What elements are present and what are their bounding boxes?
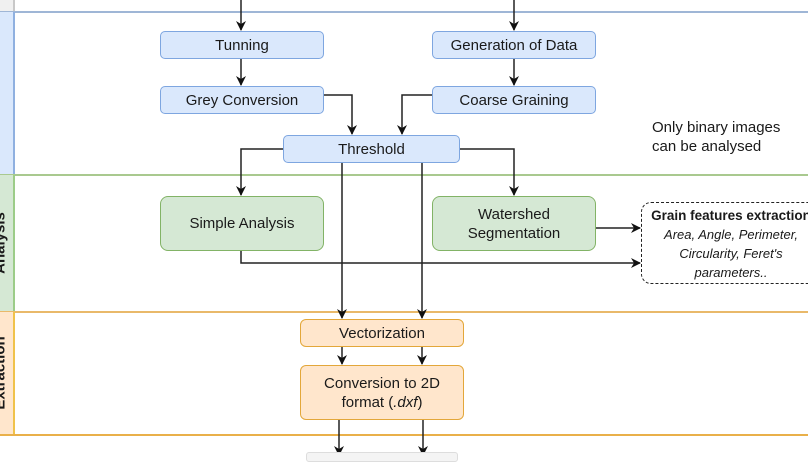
note-line-2: can be analysed — [652, 138, 762, 155]
lane-preprocessing-header — [0, 12, 15, 174]
node-generation-of-data[interactable]: Generation of Data — [432, 31, 596, 59]
edge-threshold-watershed — [460, 148, 519, 196]
node-simple-analysis[interactable]: Simple Analysis — [160, 196, 324, 251]
edge-coarse-threshold — [397, 94, 432, 135]
node-tunning[interactable]: Tunning — [160, 31, 324, 59]
node-grey-conversion[interactable]: Grey Conversion — [160, 86, 324, 114]
node-watershed-segmentation[interactable]: Watershed Segmentation — [432, 196, 596, 251]
node-next-step-partial — [306, 452, 458, 462]
node-threshold[interactable]: Threshold — [283, 135, 460, 163]
node-generation-of-data-label: Generation of Data — [450, 36, 578, 54]
node-grey-conversion-label: Grey Conversion — [185, 91, 299, 109]
node-vectorization-label: Vectorization — [339, 324, 425, 342]
node-conversion-2d[interactable]: Conversion to 2D format (.dxf) — [300, 365, 464, 420]
conversion-line-1: Conversion to 2D — [324, 374, 440, 392]
conversion-ext: .dxf — [393, 393, 418, 411]
node-coarse-graining-label: Coarse Graining — [459, 91, 569, 109]
grain-features-title: Grain features extraction — [651, 208, 808, 223]
lane-analysis: Analysis — [0, 175, 808, 313]
edge-simple-grain — [240, 251, 641, 268]
node-threshold-label: Threshold — [338, 140, 405, 158]
conversion-text-c: ) — [417, 393, 423, 411]
grain-features-line-2: Circularity, Feret's — [679, 246, 783, 261]
node-simple-analysis-label: Simple Analysis — [189, 215, 295, 232]
grain-features-box[interactable]: Grain features extraction Area, Angle, P… — [641, 202, 808, 284]
conversion-text-a: format ( — [341, 393, 394, 411]
lane-analysis-header: Analysis — [0, 175, 15, 311]
watershed-line-2: Segmentation — [467, 224, 561, 242]
note-binary-images: Only binary images can be analysed — [652, 118, 780, 156]
lane-top — [0, 0, 808, 13]
note-line-1: Only binary images — [652, 119, 781, 136]
node-vectorization[interactable]: Vectorization — [300, 319, 464, 347]
node-tunning-label: Tunning — [215, 36, 269, 54]
node-watershed-segmentation-label: Watershed Segmentation — [468, 205, 561, 243]
lane-preprocessing — [0, 12, 808, 176]
grain-features-line-3: parameters.. — [694, 265, 768, 280]
lane-extraction-header: Extraction — [0, 312, 15, 434]
node-conversion-2d-label: Conversion to 2D format (.dxf) — [324, 374, 440, 412]
conversion-line-2: format (.dxf) — [324, 393, 440, 412]
watershed-line-1: Watershed — [478, 205, 550, 223]
lane-extraction: Extraction — [0, 312, 808, 436]
grain-features-line-1: Area, Angle, Perimeter, — [664, 227, 798, 242]
lane-top-header — [0, 0, 15, 11]
node-coarse-graining[interactable]: Coarse Graining — [432, 86, 596, 114]
edge-grey-threshold — [324, 94, 357, 135]
edge-threshold-simple — [236, 148, 283, 196]
